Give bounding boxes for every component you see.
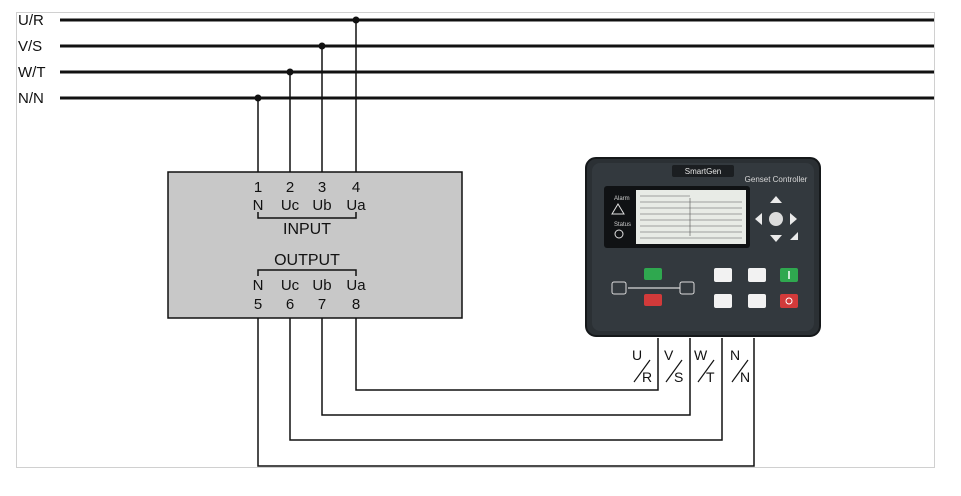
- genset-controller: SmartGen Genset Controller Alarm Status: [585, 157, 821, 337]
- wire-n-output: [257, 318, 755, 467]
- converter-box: [167, 171, 463, 319]
- junction-dots: [254, 16, 360, 102]
- term-top: V: [664, 347, 674, 363]
- term-top: U: [632, 347, 642, 363]
- brand-plate: [672, 165, 734, 177]
- lcd-content: [640, 195, 742, 239]
- generator-icon: [679, 281, 695, 295]
- bus-label-nn: N/N: [18, 90, 44, 107]
- bus-label-vs: V/S: [18, 38, 42, 55]
- wire-uc-output: [289, 318, 723, 441]
- junction-dot: [318, 42, 326, 50]
- bus-label-ur: U/R: [18, 12, 44, 29]
- term-top: N: [730, 347, 740, 363]
- input-terminal-num: 4: [352, 179, 360, 196]
- input-label: INPUT: [283, 221, 331, 238]
- input-terminal-name: N: [253, 197, 264, 214]
- wire-ub-output: [321, 318, 691, 416]
- input-terminal-name: Ub: [312, 197, 331, 214]
- term-top: W: [694, 347, 708, 363]
- lcd-screen: [636, 190, 746, 244]
- term-slash: [697, 359, 715, 383]
- output-bracket: [257, 269, 357, 276]
- output-terminal-name: N: [253, 277, 264, 294]
- left-arrow-icon[interactable]: [755, 213, 762, 225]
- control-buttons: [714, 268, 798, 308]
- alarm-icon: [611, 203, 625, 215]
- bus-labels: U/R V/S W/T N/N: [18, 12, 46, 107]
- manual-mode-button[interactable]: [714, 268, 732, 282]
- output-label: OUTPUT: [274, 252, 340, 269]
- ok-button[interactable]: [769, 212, 783, 226]
- stop-icon: [785, 297, 793, 305]
- term-bottom: T: [706, 369, 715, 385]
- gen-close-button[interactable]: [644, 294, 662, 306]
- load-icon: [611, 281, 627, 295]
- input-terminal-name: Uc: [281, 197, 300, 214]
- output-terminal-num: 8: [352, 296, 360, 313]
- stop-button[interactable]: [780, 294, 798, 308]
- output-terminal-num: 5: [254, 296, 262, 313]
- mains-close-button[interactable]: [644, 268, 662, 280]
- term-bottom: S: [674, 369, 683, 385]
- brand-logo: SmartGen: [685, 167, 721, 176]
- down-arrow-icon[interactable]: [770, 235, 782, 242]
- output-terminals: N Uc Ub Ua 5 6 7 8: [253, 277, 367, 313]
- fn-button[interactable]: [748, 294, 766, 308]
- status-icon: [614, 229, 624, 239]
- controller-title: Genset Controller: [745, 175, 808, 184]
- bus-label-wt: W/T: [18, 64, 46, 81]
- term-slash: [665, 359, 683, 383]
- junction-dot: [254, 94, 262, 102]
- auto-mode-button[interactable]: [748, 268, 766, 282]
- test-mode-button[interactable]: [714, 294, 732, 308]
- junction-dot: [286, 68, 294, 76]
- input-terminals: 1 2 3 4 N Uc Ub Ua: [253, 179, 367, 214]
- term-bottom: N: [740, 369, 750, 385]
- controller-terminal-labels: U R V S W T N N: [632, 347, 750, 385]
- junction-dot: [352, 16, 360, 24]
- output-terminal-name: Ua: [346, 277, 366, 294]
- status-label: Status: [614, 222, 631, 228]
- input-terminal-num: 1: [254, 179, 262, 196]
- bus-lines: [60, 18, 934, 100]
- up-arrow-icon[interactable]: [770, 196, 782, 203]
- output-terminal-num: 6: [286, 296, 294, 313]
- shift-icon[interactable]: [790, 232, 798, 240]
- term-slash: [633, 359, 651, 383]
- mimic-panel: [611, 268, 695, 306]
- term-bottom: R: [642, 369, 652, 385]
- output-terminal-name: Ub: [312, 277, 331, 294]
- term-slash: [731, 359, 749, 383]
- output-terminal-name: Uc: [281, 277, 300, 294]
- input-bracket: [257, 212, 357, 219]
- wire-ua-output: [355, 318, 659, 391]
- output-terminal-num: 7: [318, 296, 326, 313]
- input-terminal-num: 3: [318, 179, 326, 196]
- input-terminal-name: Ua: [346, 197, 366, 214]
- nav-keys: [755, 196, 798, 242]
- input-wires: [257, 20, 357, 172]
- right-arrow-icon[interactable]: [790, 213, 797, 225]
- alarm-label: Alarm: [614, 196, 630, 202]
- output-wires: [257, 318, 755, 467]
- input-terminal-num: 2: [286, 179, 294, 196]
- diagram-border: [16, 12, 935, 468]
